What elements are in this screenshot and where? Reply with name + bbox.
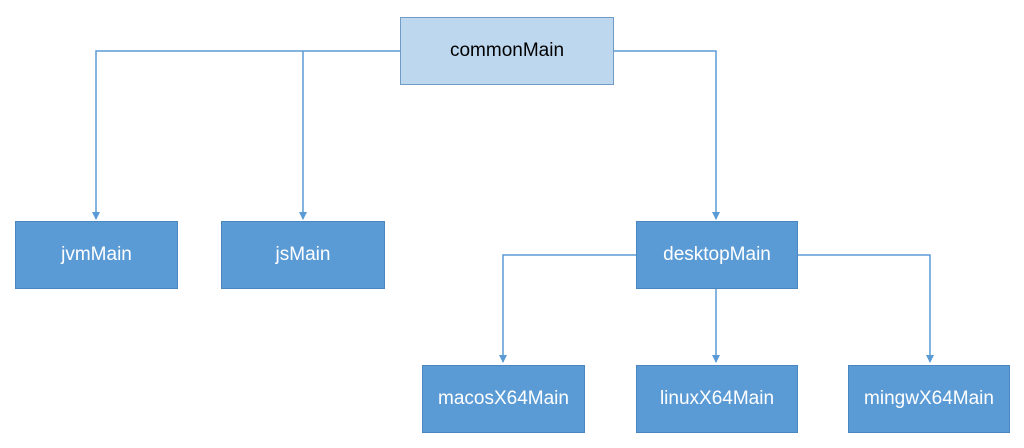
node-jsMain: jsMain (221, 221, 385, 289)
node-jvmMain-label: jvmMain (61, 244, 132, 265)
edge-desktopMain-mingwX64Main (798, 254, 934, 363)
node-linuxX64Main-label: linuxX64Main (659, 388, 775, 409)
node-mingwX64Main: mingwX64Main (848, 365, 1010, 433)
node-commonMain-label: commonMain (449, 40, 565, 61)
node-jvmMain: jvmMain (15, 221, 178, 289)
node-macosX64Main-label: macosX64Main (438, 388, 569, 409)
node-desktopMain-label: desktopMain (663, 244, 771, 265)
node-linuxX64Main: linuxX64Main (636, 365, 798, 433)
node-commonMain: commonMain (400, 17, 614, 85)
node-mingwX64Main-label: mingwX64Main (864, 388, 994, 409)
edge-commonMain-jvmMain (92, 50, 400, 220)
node-jsMain-label: jsMain (275, 244, 331, 265)
node-macosX64Main: macosX64Main (422, 365, 585, 433)
edge-commonMain-desktopMain (614, 50, 720, 220)
node-desktopMain: desktopMain (636, 221, 798, 289)
edge-desktopMain-macosX64Main (499, 254, 636, 363)
